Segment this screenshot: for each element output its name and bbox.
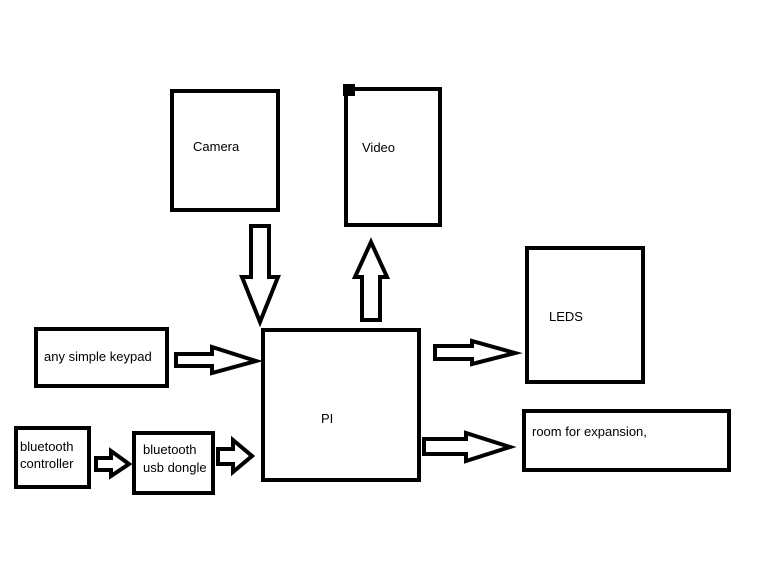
- keypad-label: any simple keypad: [44, 349, 152, 364]
- camera-box: [170, 89, 280, 212]
- camera-label: Camera: [193, 139, 240, 154]
- bt-controller-label-line-1: bluetooth: [20, 439, 74, 454]
- expansion-label: room for expansion,: [532, 424, 647, 439]
- arrow-bt-controller-to-dongle: [94, 447, 133, 480]
- pi-label: PI: [321, 411, 333, 426]
- video-box-corner-mark: [343, 84, 355, 96]
- video-label: Video: [362, 140, 395, 155]
- keypad-box: [34, 327, 169, 388]
- leds-label: LEDS: [549, 309, 583, 324]
- arrow-keypad-to-pi: [174, 344, 264, 376]
- bt-dongle-box: [132, 431, 215, 495]
- arrow-dongle-to-pi: [216, 435, 256, 477]
- bt-controller-box: [14, 426, 91, 489]
- arrow-pi-to-expansion: [422, 430, 517, 464]
- arrow-pi-to-video: [351, 237, 391, 322]
- arrow-pi-to-leds: [433, 338, 523, 367]
- leds-box: [525, 246, 645, 384]
- bt-dongle-label-line-2: usb dongle: [143, 460, 207, 475]
- pi-box: [261, 328, 421, 482]
- video-box: [344, 87, 442, 227]
- arrow-camera-to-pi: [239, 224, 281, 328]
- bt-controller-label-line-2: controller: [20, 456, 74, 471]
- bt-dongle-label-line-1: bluetooth: [143, 442, 197, 457]
- expansion-box: [522, 409, 731, 472]
